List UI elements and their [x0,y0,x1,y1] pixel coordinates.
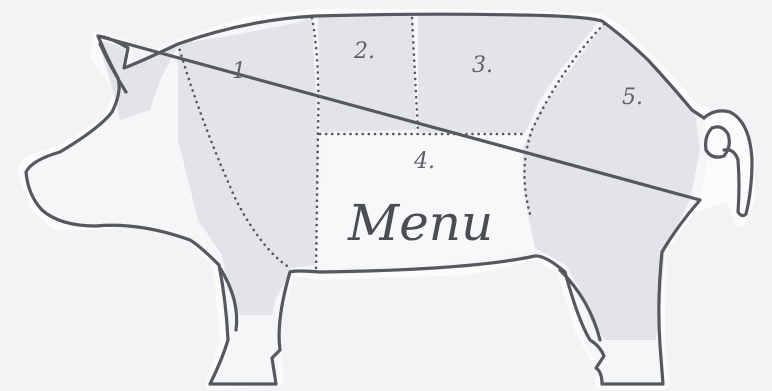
cut-3-label: 3. [472,53,493,78]
cut-1-shade [178,16,318,315]
menu-title: Menu [347,194,493,252]
cut-line-2 [310,16,320,272]
front-leg-line [218,266,239,332]
tail-curl [704,125,731,159]
hind-leg-line [558,268,602,342]
cut-2-region[interactable] [318,16,416,132]
cut-2-label: 2. [353,39,375,64]
cut-3-shade [418,15,600,133]
cut-4-label: 4. [413,149,435,174]
cut-5-region[interactable] [522,24,700,340]
cut-line-3 [410,16,420,134]
cut-5-label: 5. [622,85,643,110]
cut-1-label: 1. [232,59,253,84]
cut-4-area [320,134,534,268]
pig-outline [24,12,706,386]
pig-ear [98,42,128,94]
cut-5-shade [522,24,700,340]
cut-2-shade [318,16,416,132]
cut-3-region[interactable] [418,15,600,133]
pig-tail [702,109,754,218]
cut-4-region[interactable] [320,134,534,268]
cut-line-1 [176,42,292,270]
cut-line-5 [523,22,606,216]
